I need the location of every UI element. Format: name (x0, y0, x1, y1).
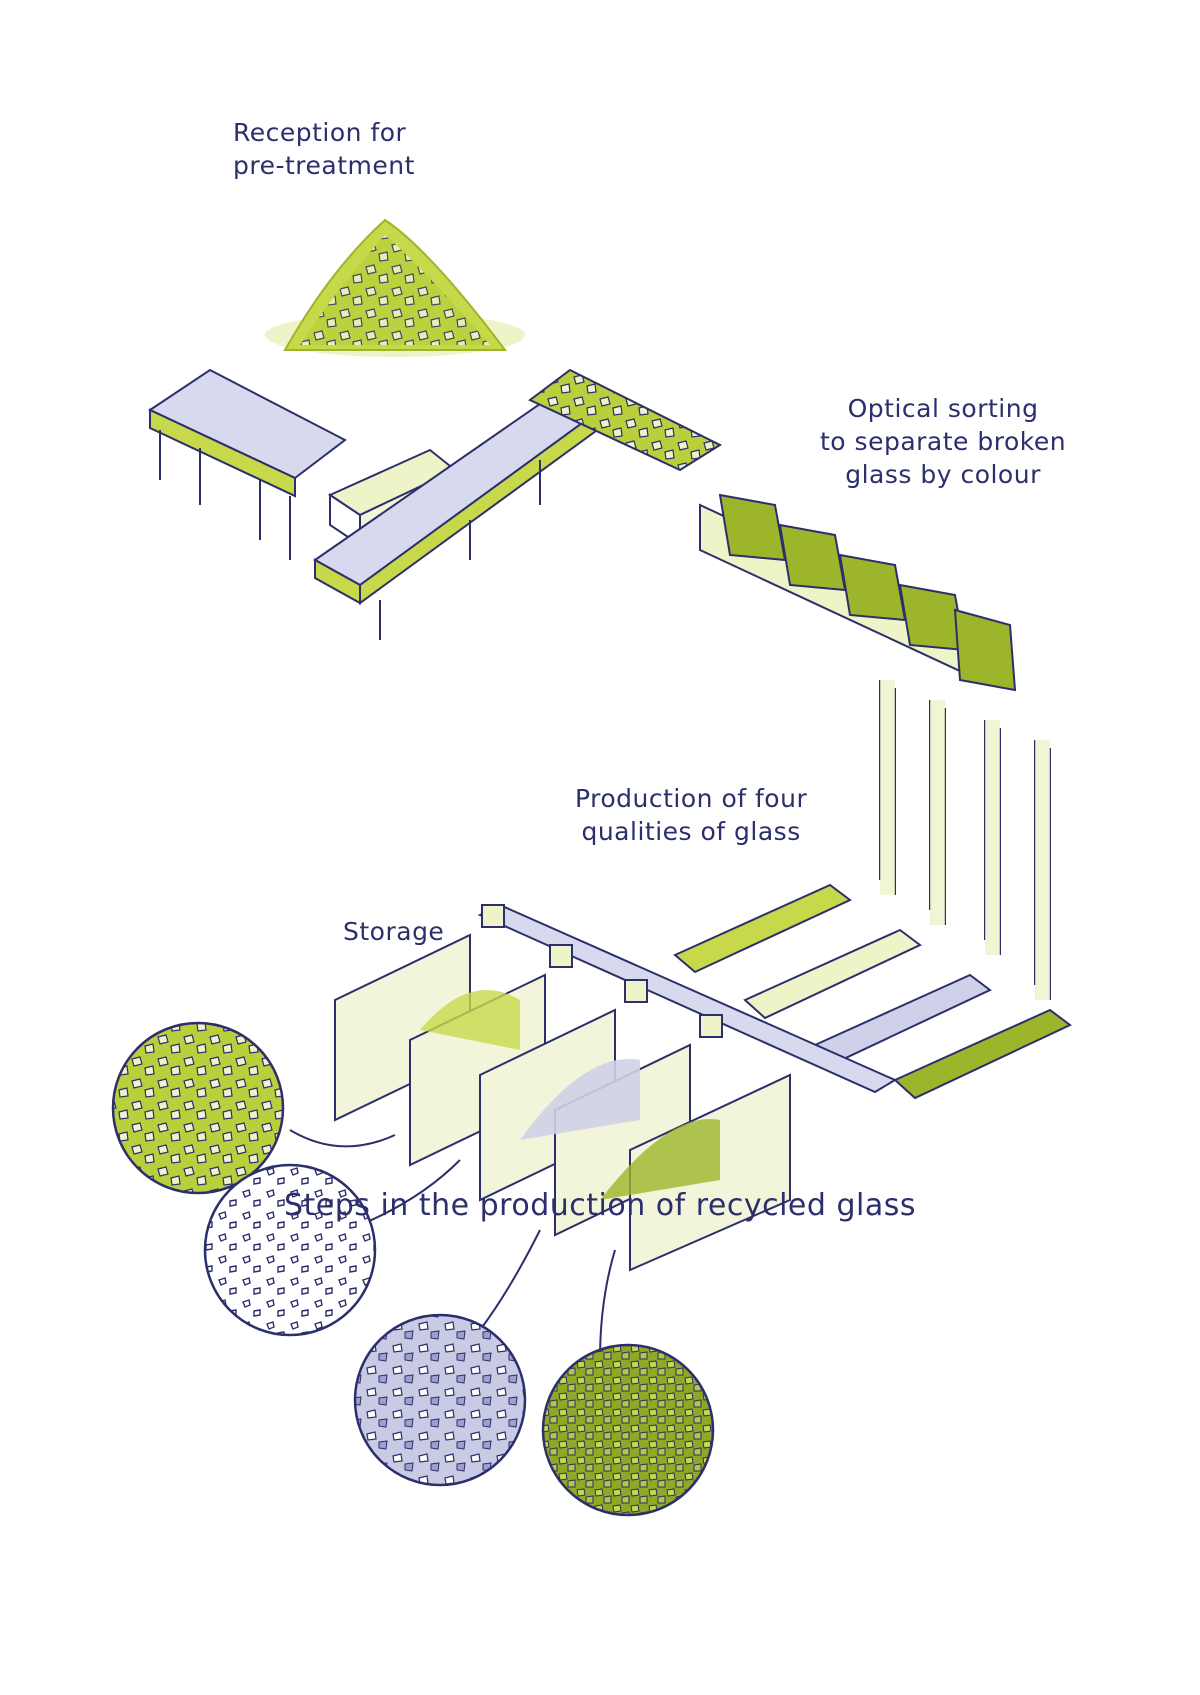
label-reception-line-2: pre-treatment (233, 151, 415, 180)
distribution-beam (477, 903, 898, 1094)
label-reception: Reception for pre-treatment (233, 116, 415, 182)
storage-bays (334, 933, 791, 1272)
glass-sample-clear (203, 1163, 377, 1337)
label-reception-line-1: Reception for (233, 118, 407, 147)
glass-sample-dark-green (541, 1343, 715, 1517)
glass-pile (265, 218, 525, 357)
glass-sample-blue (353, 1313, 527, 1487)
pretreatment-conveyor (147, 368, 347, 560)
label-production-line-2: qualities of glass (581, 817, 801, 846)
diagram-caption: Steps in the production of recycled glas… (284, 1188, 916, 1223)
production-troughs (673, 883, 1072, 1100)
main-conveyor (313, 368, 723, 640)
label-production-line-1: Production of four (575, 784, 808, 813)
label-optical-sorting-line-2: to separate broken (820, 427, 1067, 456)
glass-sample-green (111, 1021, 285, 1195)
label-storage-text: Storage (343, 917, 445, 946)
label-optical-sorting: Optical sorting to separate broken glass… (820, 392, 1066, 491)
label-optical-sorting-line-3: glass by colour (845, 460, 1041, 489)
optical-sorter (699, 493, 1017, 692)
label-optical-sorting-line-1: Optical sorting (847, 394, 1039, 423)
sorting-chutes (879, 680, 1051, 1000)
label-production: Production of four qualities of glass (575, 782, 807, 848)
sample-leader-lines (289, 1129, 616, 1361)
label-storage: Storage (343, 915, 444, 948)
